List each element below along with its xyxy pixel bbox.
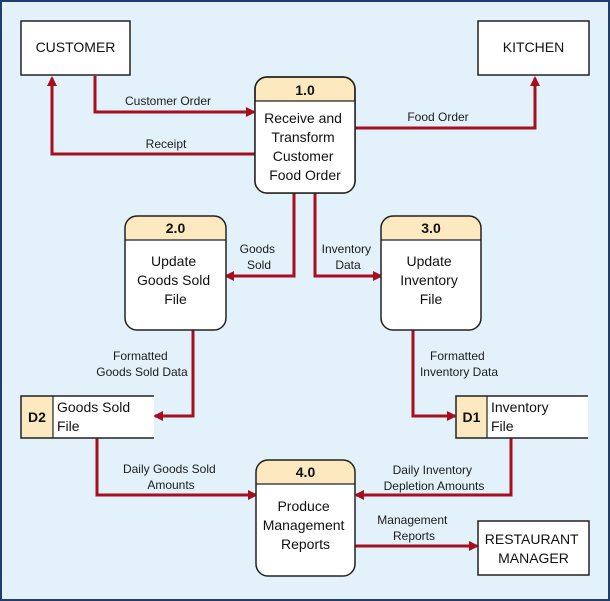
process-2-label: Update Goods Sold File <box>137 253 214 307</box>
flow-label-management-reports: Management Reports <box>377 513 450 543</box>
process-4: 4.0 Produce Management Reports <box>255 459 356 577</box>
process-1-number: 1.0 <box>295 82 315 98</box>
flow-daily-inventory <box>354 438 513 500</box>
data-store-d2: D2 Goods Sold File <box>20 395 154 439</box>
flow-formatted-inventory <box>411 330 457 421</box>
flow-food-order <box>355 76 540 130</box>
flow-label-food-order: Food Order <box>407 110 468 124</box>
process-1: 1.0 Receive and Transform Customer Food … <box>254 76 356 194</box>
entity-kitchen: KITCHEN <box>477 20 590 76</box>
flow-label-customer-order: Customer Order <box>125 94 211 108</box>
flow-formatted-goods <box>153 330 195 421</box>
flow-label-daily-inventory: Daily Inventory Depletion Amounts <box>384 463 485 493</box>
flow-label-formatted-goods: Formatted Goods Sold Data <box>96 349 188 379</box>
process-3: 3.0 Update Inventory File <box>380 215 482 331</box>
process-1-label: Receive and Transform Customer Food Orde… <box>264 110 346 183</box>
process-2: 2.0 Update Goods Sold File <box>124 215 227 331</box>
process-4-label: Produce Management Reports <box>263 498 349 552</box>
data-store-d1-id: D1 <box>463 409 481 425</box>
flow-label-receipt: Receipt <box>146 137 187 151</box>
flow-receipt <box>47 76 255 156</box>
data-store-d2-label: Goods Sold File <box>57 399 134 434</box>
entity-manager-label: RESTAURANT MANAGER <box>485 531 583 566</box>
data-store-d2-id: D2 <box>28 409 46 425</box>
entity-customer-label: CUSTOMER <box>36 39 116 55</box>
entity-customer: CUSTOMER <box>20 20 131 76</box>
data-store-d1-label: Inventory File <box>491 399 552 434</box>
flow-label-goods-sold: Goods Sold <box>240 242 279 272</box>
flow-label-daily-goods: Daily Goods Sold Amounts <box>123 462 219 492</box>
flow-customer-order <box>93 76 256 117</box>
process-4-number: 4.0 <box>296 464 316 480</box>
process-2-number: 2.0 <box>166 220 186 236</box>
flow-label-inventory-data: Inventory Data <box>322 242 375 272</box>
entity-restaurant-manager: RESTAURANT MANAGER <box>477 520 590 576</box>
process-3-number: 3.0 <box>421 220 441 236</box>
process-3-label: Update Inventory File <box>400 253 461 307</box>
flow-inventory-data <box>313 193 383 281</box>
flow-daily-goods <box>95 438 258 500</box>
entity-kitchen-label: KITCHEN <box>503 39 564 55</box>
flow-goods-sold <box>224 193 296 281</box>
data-store-d1: D1 Inventory File <box>455 395 588 439</box>
flow-label-formatted-inventory: Formatted Inventory Data <box>420 349 498 379</box>
